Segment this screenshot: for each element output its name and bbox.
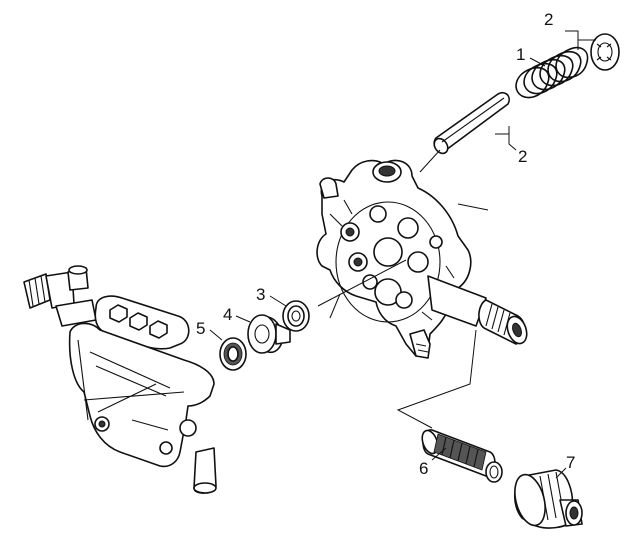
part-4-spacer bbox=[247, 314, 291, 354]
label-3: 3 bbox=[256, 285, 265, 304]
pump-sleeve bbox=[478, 299, 528, 345]
part-6-filter bbox=[421, 429, 503, 483]
leader-7 bbox=[555, 467, 567, 479]
part-1-spring bbox=[515, 46, 589, 99]
valve-housing bbox=[23, 265, 217, 494]
guide-head-to-filter bbox=[396, 329, 477, 429]
leader-1 bbox=[529, 57, 546, 67]
leader-6 bbox=[431, 447, 447, 461]
guide-body-edge bbox=[329, 293, 341, 319]
guide-rod-to-head bbox=[419, 149, 489, 211]
part-3-seal bbox=[282, 300, 310, 332]
part-2-piston bbox=[433, 91, 510, 155]
label-4: 4 bbox=[223, 305, 232, 324]
part-7-fitting bbox=[513, 469, 583, 529]
label-1: 1 bbox=[516, 45, 525, 64]
bracket-2-rod bbox=[495, 126, 517, 151]
label-5: 5 bbox=[196, 319, 205, 338]
label-6: 6 bbox=[419, 459, 428, 478]
label-2-top: 2 bbox=[544, 10, 553, 29]
label-2-rod: 2 bbox=[518, 147, 527, 166]
pump-head bbox=[316, 159, 487, 359]
leader-3 bbox=[269, 295, 287, 307]
label-7: 7 bbox=[566, 453, 575, 472]
guide-center-axis bbox=[317, 259, 407, 307]
part-5-seal bbox=[219, 337, 247, 371]
part-2-washer bbox=[590, 33, 620, 71]
leader-5 bbox=[209, 329, 223, 341]
leader-4 bbox=[235, 315, 251, 323]
